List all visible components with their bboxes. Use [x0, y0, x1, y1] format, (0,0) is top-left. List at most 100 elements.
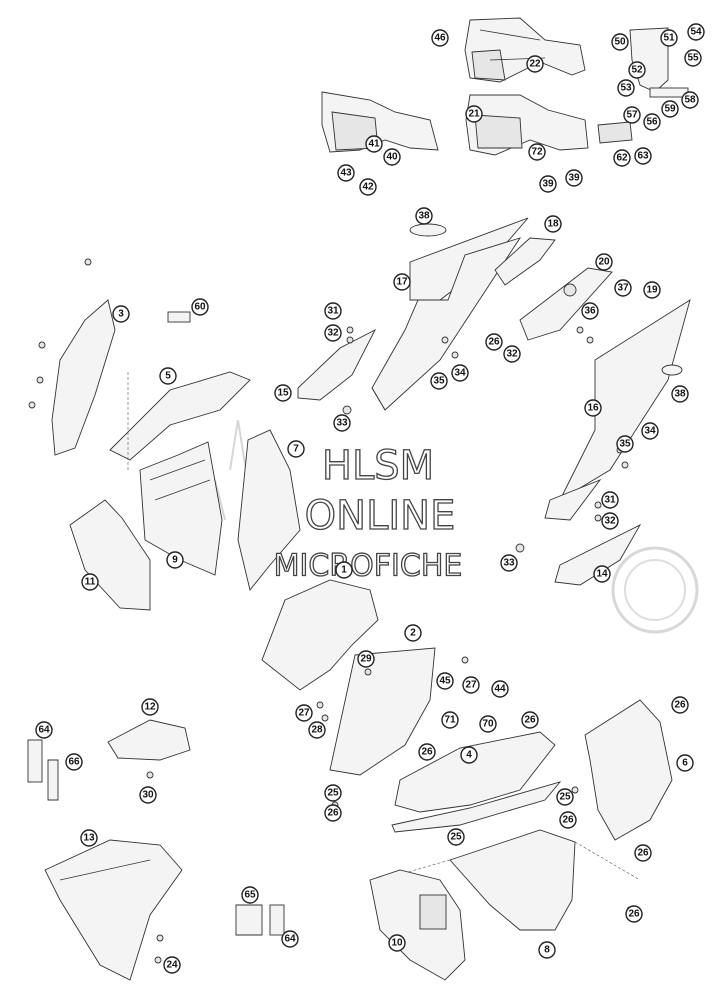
callout-59[interactable]: 59 [661, 100, 679, 118]
callout-26[interactable]: 26 [634, 844, 652, 862]
callout-60[interactable]: 60 [191, 298, 209, 316]
callout-38[interactable]: 38 [671, 385, 689, 403]
callout-43[interactable]: 43 [337, 164, 355, 182]
callout-30[interactable]: 30 [139, 786, 157, 804]
callout-32[interactable]: 32 [503, 345, 521, 363]
callout-7[interactable]: 7 [287, 440, 305, 458]
callout-66[interactable]: 66 [65, 753, 83, 771]
svg-text:56: 56 [646, 117, 658, 128]
callout-26[interactable]: 26 [324, 804, 342, 822]
callout-28[interactable]: 28 [308, 721, 326, 739]
callout-31[interactable]: 31 [324, 302, 342, 320]
callout-56[interactable]: 56 [643, 113, 661, 131]
callout-32[interactable]: 32 [324, 324, 342, 342]
callout-9[interactable]: 9 [166, 551, 184, 569]
callout-62[interactable]: 62 [613, 149, 631, 167]
watermark-line3: MICROFICHE [274, 549, 463, 584]
callout-27[interactable]: 27 [295, 704, 313, 722]
callout-70[interactable]: 70 [479, 715, 497, 733]
callout-41[interactable]: 41 [365, 135, 383, 153]
callout-3[interactable]: 3 [112, 305, 130, 323]
callout-5[interactable]: 5 [159, 367, 177, 385]
callout-64[interactable]: 64 [281, 930, 299, 948]
svg-text:34: 34 [454, 368, 466, 379]
callout-71[interactable]: 71 [441, 711, 459, 729]
callout-26[interactable]: 26 [418, 743, 436, 761]
side-fairing-6 [584, 699, 673, 841]
callout-35[interactable]: 35 [430, 372, 448, 390]
mudguard-13 [44, 839, 183, 981]
callout-55[interactable]: 55 [684, 49, 702, 67]
callout-17[interactable]: 17 [393, 273, 411, 291]
callout-32[interactable]: 32 [601, 512, 619, 530]
svg-text:2: 2 [410, 628, 416, 639]
callout-53[interactable]: 53 [617, 79, 635, 97]
svg-text:26: 26 [421, 747, 433, 758]
svg-text:20: 20 [598, 257, 610, 268]
callout-15[interactable]: 15 [274, 384, 292, 402]
callout-38[interactable]: 38 [415, 207, 433, 225]
callout-72[interactable]: 72 [528, 143, 546, 161]
callout-12[interactable]: 12 [141, 698, 159, 716]
callout-44[interactable]: 44 [491, 680, 509, 698]
callout-39[interactable]: 39 [539, 175, 557, 193]
svg-text:35: 35 [619, 439, 631, 450]
callout-50[interactable]: 50 [611, 33, 629, 51]
callout-26[interactable]: 26 [671, 696, 689, 714]
callout-6[interactable]: 6 [676, 754, 694, 772]
callout-8[interactable]: 8 [538, 941, 556, 959]
callout-35[interactable]: 35 [616, 435, 634, 453]
callout-39[interactable]: 39 [565, 169, 583, 187]
callout-14[interactable]: 14 [593, 565, 611, 583]
callout-40[interactable]: 40 [383, 148, 401, 166]
callout-37[interactable]: 37 [614, 279, 632, 297]
callout-64[interactable]: 64 [35, 721, 53, 739]
callout-33[interactable]: 33 [333, 414, 351, 432]
callout-4[interactable]: 4 [460, 746, 478, 764]
callout-26[interactable]: 26 [625, 905, 643, 923]
svg-text:3: 3 [118, 309, 124, 320]
callout-26[interactable]: 26 [485, 333, 503, 351]
callout-29[interactable]: 29 [357, 650, 375, 668]
callout-58[interactable]: 58 [681, 91, 699, 109]
callout-46[interactable]: 46 [431, 29, 449, 47]
callout-25[interactable]: 25 [447, 828, 465, 846]
callout-26[interactable]: 26 [521, 711, 539, 729]
callout-34[interactable]: 34 [641, 422, 659, 440]
callout-57[interactable]: 57 [623, 106, 641, 124]
callout-2[interactable]: 2 [404, 624, 422, 642]
callout-20[interactable]: 20 [595, 253, 613, 271]
callout-1[interactable]: 1 [335, 561, 353, 579]
callout-33[interactable]: 33 [500, 554, 518, 572]
callout-16[interactable]: 16 [584, 399, 602, 417]
callout-21[interactable]: 21 [465, 105, 483, 123]
callout-31[interactable]: 31 [601, 491, 619, 509]
callout-22[interactable]: 22 [526, 55, 544, 73]
callout-19[interactable]: 19 [643, 281, 661, 299]
svg-text:9: 9 [172, 555, 178, 566]
callout-18[interactable]: 18 [544, 215, 562, 233]
callout-54[interactable]: 54 [687, 23, 705, 41]
callout-63[interactable]: 63 [634, 147, 652, 165]
callout-26[interactable]: 26 [559, 811, 577, 829]
callout-34[interactable]: 34 [451, 364, 469, 382]
callout-layer: 46 22 21 72 39 39 41 40 43 42 50 51 54 5… [35, 23, 705, 974]
svg-text:58: 58 [684, 95, 696, 106]
callout-24[interactable]: 24 [163, 956, 181, 974]
callout-42[interactable]: 42 [359, 178, 377, 196]
callout-13[interactable]: 13 [80, 829, 98, 847]
callout-45[interactable]: 45 [436, 672, 454, 690]
callout-52[interactable]: 52 [628, 61, 646, 79]
callout-51[interactable]: 51 [660, 29, 678, 47]
callout-25[interactable]: 25 [556, 788, 574, 806]
svg-text:50: 50 [614, 37, 626, 48]
callout-27[interactable]: 27 [462, 676, 480, 694]
callout-25[interactable]: 25 [324, 784, 342, 802]
callout-11[interactable]: 11 [81, 573, 99, 591]
callout-10[interactable]: 10 [388, 934, 406, 952]
callout-36[interactable]: 36 [581, 302, 599, 320]
callout-65[interactable]: 65 [241, 886, 259, 904]
svg-text:39: 39 [542, 179, 554, 190]
svg-text:45: 45 [439, 676, 451, 687]
svg-text:17: 17 [396, 277, 408, 288]
